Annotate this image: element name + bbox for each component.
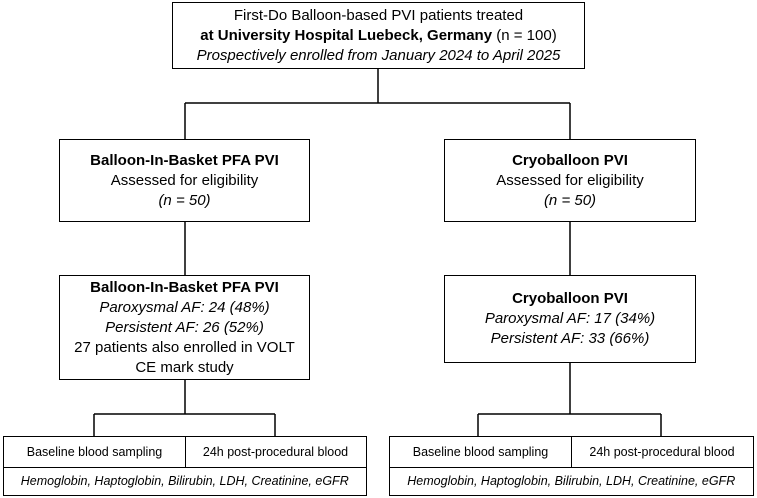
- right-markers-label: Hemoglobin, Haptoglobin, Bilirubin, LDH,…: [407, 474, 736, 488]
- right-group-persistent: Persistent AF: 33 (66%): [490, 330, 650, 347]
- left-post-cell: 24h post-procedural blood: [184, 436, 367, 468]
- enrollment-count: (n = 100): [492, 26, 557, 44]
- right-group-box: Cryoballoon PVI Paroxysmal AF: 17 (34%) …: [444, 275, 696, 363]
- right-group-title: Cryoballoon PVI: [512, 290, 628, 307]
- right-post-label: 24h post-procedural blood: [589, 445, 735, 459]
- left-group-paroxysmal: Paroxysmal AF: 24 (48%): [99, 298, 270, 316]
- left-eligibility-box: Balloon-In-Basket PFA PVI Assessed for e…: [59, 139, 310, 222]
- enrollment-hospital: at University Hospital Luebeck, Germany: [200, 26, 493, 44]
- right-eligibility-count: (n = 50): [543, 191, 597, 209]
- left-markers-cell: Hemoglobin, Haptoglobin, Bilirubin, LDH,…: [3, 466, 367, 496]
- right-eligibility-title: Cryoballoon PVI: [512, 151, 628, 169]
- right-group-paroxysmal: Paroxysmal AF: 17 (34%): [484, 310, 656, 327]
- right-eligibility-label: Assessed for eligibility: [496, 171, 644, 189]
- right-markers-cell: Hemoglobin, Haptoglobin, Bilirubin, LDH,…: [389, 466, 754, 496]
- left-group-note-1: 27 patients also enrolled in VOLT: [74, 338, 295, 356]
- right-eligibility-box: Cryoballoon PVI Assessed for eligibility…: [444, 139, 696, 222]
- enrollment-box: First-Do Balloon-based PVI patients trea…: [172, 2, 585, 69]
- left-baseline-cell: Baseline blood sampling: [3, 436, 186, 468]
- left-baseline-label: Baseline blood sampling: [26, 445, 163, 459]
- left-eligibility-label: Assessed for eligibility: [110, 171, 259, 189]
- right-baseline-label: Baseline blood sampling: [412, 445, 549, 459]
- enrollment-line-2: at University Hospital Luebeck, Germany …: [200, 26, 556, 46]
- left-eligibility-title: Balloon-In-Basket PFA PVI: [90, 151, 279, 169]
- left-post-label: 24h post-procedural blood: [202, 445, 349, 459]
- enrollment-line-3: Prospectively enrolled from January 2024…: [196, 46, 561, 64]
- left-group-persistent: Persistent AF: 26 (52%): [105, 318, 264, 336]
- left-group-title: Balloon-In-Basket PFA PVI: [90, 278, 279, 296]
- left-group-note-2: CE mark study: [135, 358, 234, 376]
- right-baseline-cell: Baseline blood sampling: [389, 436, 572, 468]
- left-group-box: Balloon-In-Basket PFA PVI Paroxysmal AF:…: [59, 275, 310, 380]
- right-post-cell: 24h post-procedural blood: [570, 436, 754, 468]
- enrollment-line-1: First-Do Balloon-based PVI patients trea…: [233, 6, 524, 24]
- left-markers-label: Hemoglobin, Haptoglobin, Bilirubin, LDH,…: [20, 474, 349, 488]
- left-eligibility-count: (n = 50): [158, 191, 211, 209]
